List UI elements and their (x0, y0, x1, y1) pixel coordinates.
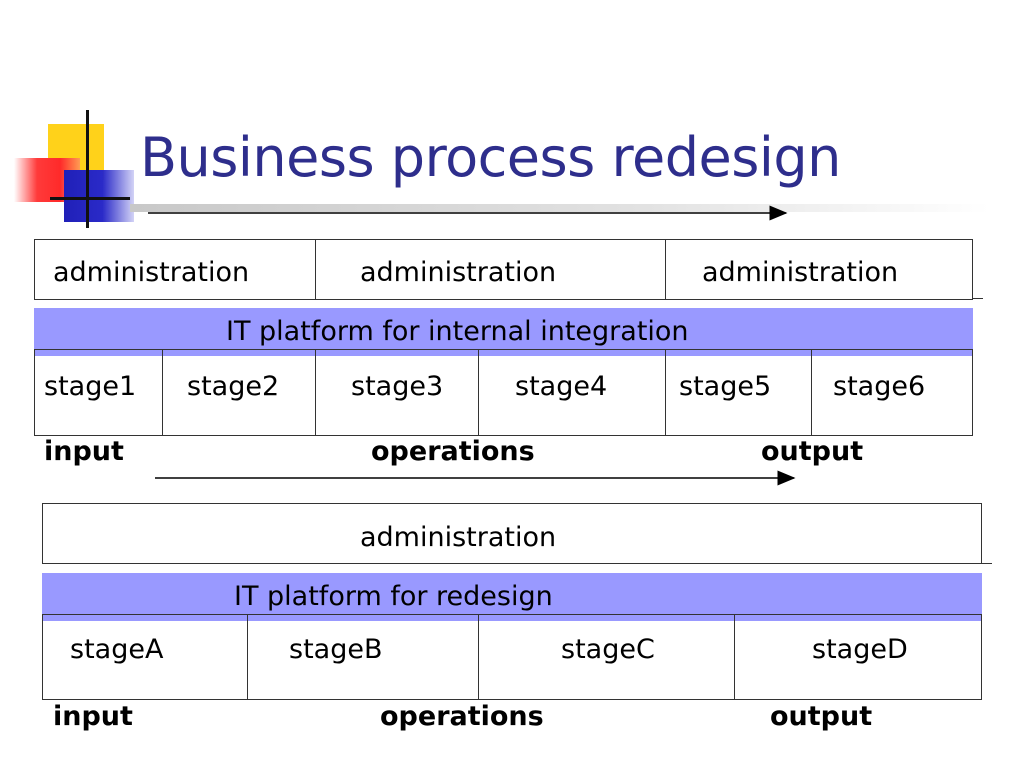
top-platform-band (34, 308, 973, 356)
top-stages-row (34, 349, 973, 436)
stage-cell-5: stage5 (679, 371, 772, 402)
logo-blue-square (64, 170, 134, 222)
bottom-platform-label: IT platform for redesign (234, 581, 553, 612)
slide-title: Business process redesign (140, 126, 841, 189)
bottom-stage-divider-2 (478, 614, 479, 699)
bottom-output-label: output (770, 701, 873, 732)
top-admin-label-1: administration (53, 257, 250, 288)
bottom-input-label: input (53, 701, 133, 732)
logo-vertical-line (86, 110, 89, 228)
stage-cell-1: stage1 (44, 371, 137, 402)
bottom-stage-cell-a: stageA (70, 634, 164, 665)
bottom-admin-row (42, 503, 982, 564)
stage-divider-4 (665, 349, 666, 435)
bottom-stage-cell-b: stageB (289, 634, 383, 665)
top-admin-divider-2 (665, 239, 666, 299)
top-admin-divider-1 (315, 239, 316, 299)
top-admin-row (34, 239, 973, 300)
stage-divider-1 (162, 349, 163, 435)
stage-divider-5 (811, 349, 812, 435)
stage-cell-4: stage4 (515, 371, 608, 402)
bottom-stages-row (42, 614, 982, 700)
slide-logo-decoration (0, 0, 140, 240)
stage-divider-2 (315, 349, 316, 435)
top-input-label: input (44, 436, 124, 467)
stage-cell-6: stage6 (833, 371, 926, 402)
bottom-operations-label: operations (380, 701, 544, 732)
top-operations-label: operations (371, 436, 535, 467)
stage-divider-3 (478, 349, 479, 435)
top-output-label: output (761, 436, 864, 467)
bottom-admin-tick (982, 563, 992, 564)
logo-horizontal-line (50, 197, 130, 200)
bottom-stage-divider-3 (734, 614, 735, 699)
top-admin-label-2: administration (360, 257, 557, 288)
top-admin-tick (973, 298, 983, 299)
title-underline (130, 204, 990, 212)
top-admin-label-3: administration (702, 257, 899, 288)
stage-cell-3: stage3 (351, 371, 444, 402)
bottom-stage-cell-c: stageC (561, 634, 655, 665)
bottom-stage-divider-1 (247, 614, 248, 699)
bottom-platform-band (42, 573, 982, 621)
bottom-stage-cell-d: stageD (812, 634, 908, 665)
stage-cell-2: stage2 (187, 371, 280, 402)
bottom-admin-label: administration (360, 522, 557, 553)
top-platform-label: IT platform for internal integration (226, 316, 689, 347)
